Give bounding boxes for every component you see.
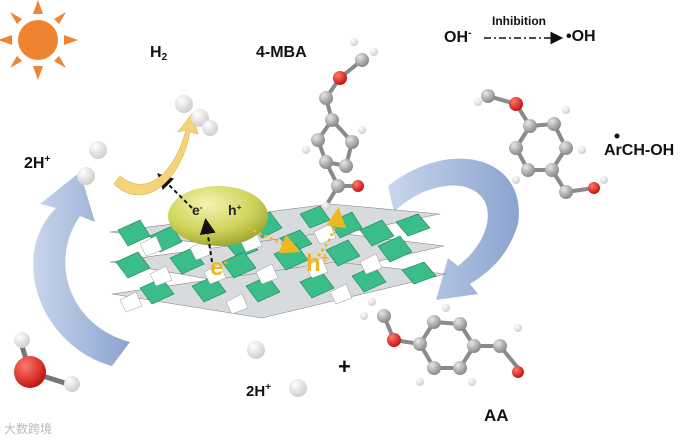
inhibition-label: Inhibition bbox=[492, 14, 546, 28]
catalyst-layers bbox=[109, 203, 447, 319]
aa-label: AA bbox=[484, 406, 509, 425]
watermark: 大数跨境 bbox=[4, 422, 53, 436]
hydroxide-label: OH- bbox=[444, 28, 472, 46]
plus-sign: + bbox=[338, 354, 351, 379]
hole-label-small: h+ bbox=[228, 202, 242, 219]
two-h-plus-top-label: 2H+ bbox=[24, 154, 51, 172]
h2-label: H2 bbox=[150, 44, 168, 63]
radical-label: ArCH-OH bbox=[604, 142, 675, 159]
cocatalyst-particle bbox=[168, 186, 268, 246]
radical-dot bbox=[614, 133, 620, 139]
hole-transfer-arrow bbox=[247, 226, 301, 254]
hydroxyl-radical-label: •OH bbox=[566, 28, 596, 45]
mba-molecule bbox=[302, 38, 378, 210]
aa-molecule bbox=[360, 298, 524, 386]
mba-label: 4-MBA bbox=[256, 44, 307, 61]
hole-oxidation-arrow bbox=[317, 207, 347, 257]
hydrogen-atoms bbox=[77, 95, 307, 397]
right-cycle-arrow bbox=[388, 158, 519, 300]
left-cycle-arrow bbox=[33, 172, 130, 366]
electron-label-large: e- bbox=[210, 254, 229, 281]
hole-label-large: h+ bbox=[306, 250, 330, 277]
sun-icon bbox=[0, 0, 78, 80]
hydrogen-evolution-arrow bbox=[113, 113, 199, 196]
radical-molecule bbox=[474, 89, 608, 199]
water-molecule bbox=[14, 332, 80, 392]
two-h-plus-bottom-label: 2H+ bbox=[246, 382, 272, 400]
electron-label-small: e- bbox=[192, 202, 203, 219]
